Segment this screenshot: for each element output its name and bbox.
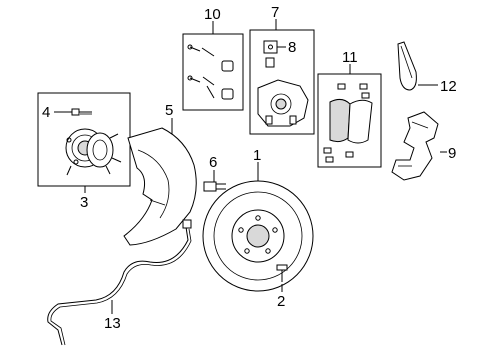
callout-5: 5: [165, 102, 173, 119]
callout-1: 1: [253, 147, 261, 164]
hub-bolt: [71, 108, 92, 116]
brake-line-clip: [397, 41, 417, 91]
callout-13: 13: [104, 315, 121, 332]
callout-7: 7: [271, 4, 279, 21]
callout-8: 8: [288, 39, 296, 56]
hardware-kit-parts: [187, 44, 234, 100]
caliper-bracket: [391, 111, 439, 181]
callout-11: 11: [342, 49, 358, 66]
brake-pads: [329, 98, 373, 144]
hub-bearing-assembly: [65, 128, 122, 176]
bleeder-screw-box: [263, 40, 278, 54]
caliper: [257, 79, 309, 127]
dust-shield: [123, 127, 197, 246]
bleeder-screw: [265, 44, 275, 68]
callout-6: 6: [209, 154, 217, 171]
caliper-bolt: [203, 181, 226, 192]
hardware-kit-box: [182, 33, 244, 111]
pad-clips: [323, 83, 370, 163]
brake-rotor: [202, 180, 314, 292]
rotor-retaining-screw: [276, 264, 288, 282]
callout-10: 10: [204, 6, 221, 23]
callout-2: 2: [277, 293, 285, 310]
callout-9: 9: [448, 145, 456, 162]
callout-12: 12: [440, 78, 457, 95]
callout-3: 3: [80, 194, 88, 211]
abs-sensor-harness: [47, 226, 189, 346]
callout-4: 4: [42, 104, 50, 121]
caliper-group-box: [249, 29, 315, 135]
